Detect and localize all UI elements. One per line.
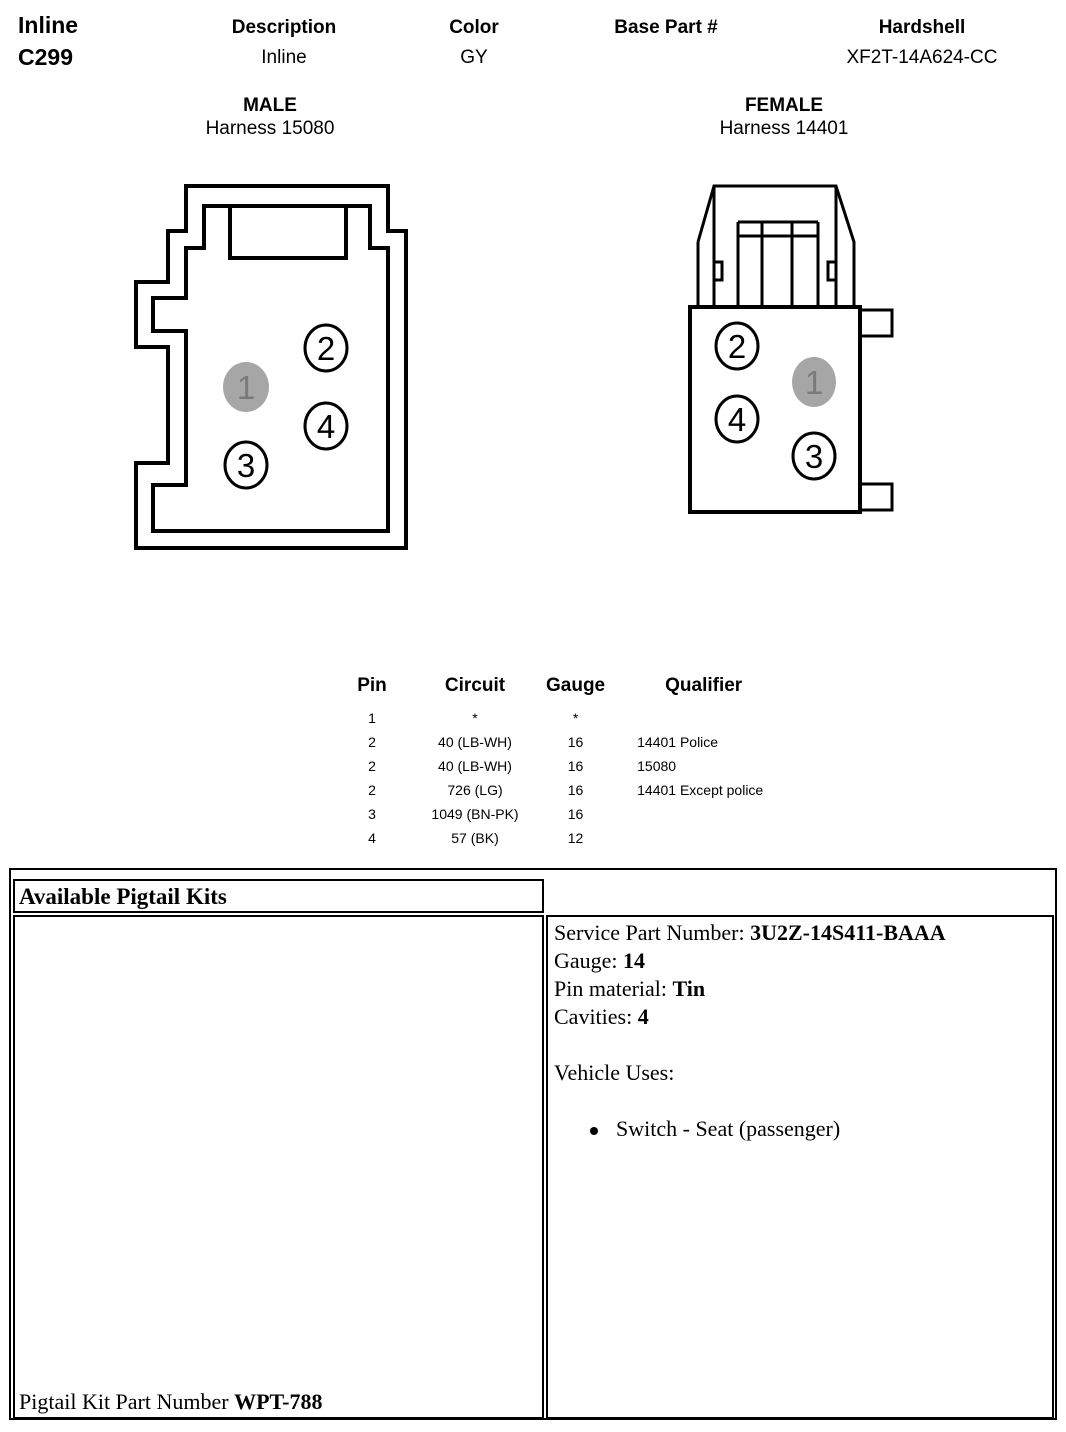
bullet-icon	[590, 1126, 598, 1135]
gauge-value: 14	[623, 948, 646, 973]
vehicle-use-text: Switch - Seat (passenger)	[616, 1116, 841, 1141]
pin-material-line: Pin material: Tin	[554, 975, 1046, 1003]
pin-cell: 2	[368, 782, 376, 798]
qualifier-col-header: Qualifier	[665, 675, 743, 696]
male-pin-2: 2	[303, 323, 349, 373]
pigtail-kit-part-number: Pigtail Kit Part Number WPT-788	[19, 1389, 323, 1415]
female-pin-1: 1	[792, 357, 836, 407]
gauge-line: Gauge: 14	[554, 947, 1046, 975]
qualifier-cell	[605, 826, 885, 850]
gauge-label: Gauge:	[554, 948, 624, 973]
male-housing-outer	[134, 184, 408, 550]
pin-material-label: Pin material:	[554, 976, 673, 1001]
male-pin-1: 1	[223, 362, 269, 412]
table-row: 2 40 (LB-WH) 16 15080	[340, 754, 885, 778]
qualifier-cell	[605, 802, 885, 826]
service-part-label: Service Part Number:	[554, 920, 751, 945]
hardshell-value: XF2T-14A624-CC	[846, 47, 998, 68]
male-latch	[228, 206, 348, 260]
service-part-value: 3U2Z-14S411-BAAA	[750, 920, 946, 945]
pin-cell: 4	[368, 830, 376, 846]
svg-text:1: 1	[237, 369, 255, 406]
female-title: FEMALE	[744, 95, 824, 116]
circuit-cell: 57 (BK)	[451, 830, 499, 846]
gauge-cell: 16	[567, 758, 584, 774]
svg-text:1: 1	[805, 364, 823, 401]
gauge-cell: *	[572, 710, 579, 726]
pin-table-header: Pin Circuit Gauge Qualifier	[340, 674, 885, 706]
vehicle-uses-list: Switch - Seat (passenger)	[590, 1115, 1046, 1143]
svg-text:2: 2	[728, 328, 746, 365]
female-pin-2: 2	[714, 321, 760, 371]
pigtail-image-panel: Pigtail Kit Part Number WPT-788	[13, 915, 544, 1419]
table-row: 1 * *	[340, 706, 885, 730]
svg-text:3: 3	[237, 447, 255, 484]
vehicle-uses-label: Vehicle Uses:	[554, 1060, 675, 1085]
service-part-number: Service Part Number: 3U2Z-14S411-BAAA	[554, 919, 1046, 947]
color-value: GY	[460, 47, 488, 68]
circuit-cell: 40 (LB-WH)	[438, 734, 512, 750]
male-pin-3: 3	[223, 440, 269, 490]
table-row: 2 40 (LB-WH) 16 14401 Police	[340, 730, 885, 754]
pin-col-header: Pin	[357, 675, 387, 696]
female-housing	[688, 184, 894, 514]
circuit-col-header: Circuit	[444, 675, 506, 696]
gauge-cell: 16	[567, 734, 584, 750]
table-row: 4 57 (BK) 12	[340, 826, 885, 850]
base-part-header: Base Part #	[614, 17, 718, 38]
table-row: 2 726 (LG) 16 14401 Except police	[340, 778, 885, 802]
description-value: Inline	[261, 47, 307, 68]
male-title: MALE	[243, 95, 297, 116]
svg-text:4: 4	[317, 408, 335, 445]
kit-part-value: WPT-788	[234, 1389, 323, 1414]
qualifier-cell: 14401 Except police	[637, 782, 764, 798]
hardshell-header: Hardshell	[878, 17, 966, 38]
cavities-label: Cavities:	[554, 1004, 638, 1029]
pigtail-kits-title-box: Available Pigtail Kits	[13, 879, 544, 913]
cavities-line: Cavities: 4	[554, 1003, 1046, 1031]
svg-text:2: 2	[317, 330, 335, 367]
pin-cell: 2	[368, 758, 376, 774]
svg-text:3: 3	[805, 438, 823, 475]
gauge-cell: 16	[567, 782, 584, 798]
color-header: Color	[449, 17, 499, 38]
pigtail-kits-section	[9, 868, 1057, 1420]
female-pin-4: 4	[714, 394, 760, 444]
cavities-value: 4	[637, 1004, 649, 1029]
svg-text:4: 4	[728, 401, 746, 438]
gauge-cell: 16	[567, 806, 584, 822]
list-item: Switch - Seat (passenger)	[590, 1115, 1046, 1143]
kit-part-label: Pigtail Kit Part Number	[19, 1389, 235, 1414]
qualifier-cell: 15080	[637, 758, 677, 774]
male-housing-inner	[151, 204, 390, 533]
gauge-col-header: Gauge	[546, 675, 606, 696]
qualifier-cell	[605, 706, 885, 730]
pin-material-value: Tin	[672, 976, 706, 1001]
connector-type: Inline	[18, 12, 79, 38]
pin-cell: 3	[368, 806, 376, 822]
pin-cell: 2	[368, 734, 376, 750]
pin-table: Pin Circuit Gauge Qualifier 1 * * 2 40 (…	[340, 674, 885, 850]
connector-id: C299	[18, 44, 73, 70]
circuit-cell: 40 (LB-WH)	[438, 758, 512, 774]
male-connector-diagram: 1 2 3 4 1 2 3 4	[134, 184, 894, 550]
pigtail-details-panel: Service Part Number: 3U2Z-14S411-BAAA Ga…	[546, 915, 1054, 1419]
circuit-cell: 726 (LG)	[447, 782, 503, 798]
male-harness: Harness 15080	[205, 118, 335, 139]
description-header: Description	[231, 17, 337, 38]
pin-cell: 1	[368, 710, 376, 726]
circuit-cell: 1049 (BN-PK)	[431, 806, 519, 822]
circuit-cell: *	[472, 710, 478, 726]
pigtail-kits-title: Available Pigtail Kits	[19, 884, 227, 909]
gauge-cell: 12	[567, 830, 584, 846]
female-harness: Harness 14401	[719, 118, 849, 139]
table-row: 3 1049 (BN-PK) 16	[340, 802, 885, 826]
female-pin-3: 3	[791, 431, 837, 481]
qualifier-cell: 14401 Police	[637, 734, 719, 750]
male-pin-4: 4	[303, 401, 349, 451]
